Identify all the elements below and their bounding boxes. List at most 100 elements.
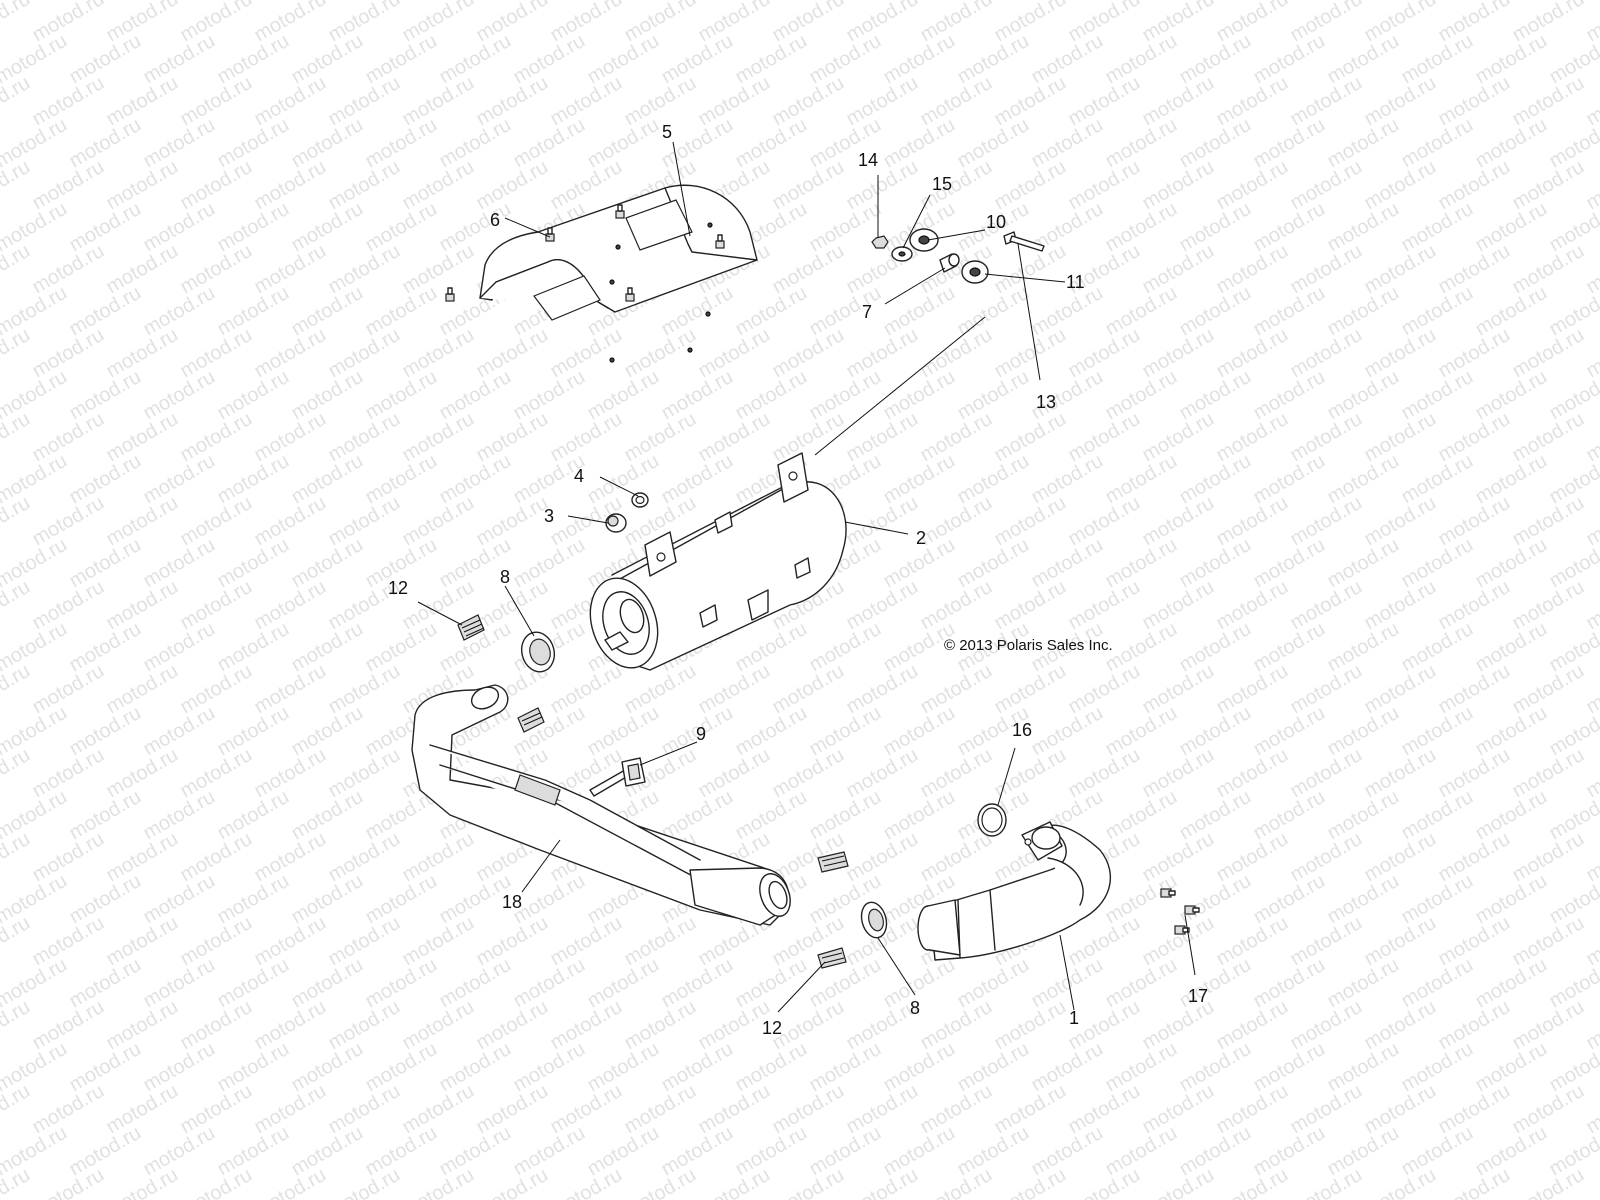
watermark-text: motod.ru <box>399 492 478 551</box>
watermark-text: motod.ru <box>621 72 700 131</box>
watermark-text: motod.ru <box>362 954 441 1013</box>
watermark-text: motod.ru <box>177 1080 256 1139</box>
watermark-text: motod.ru <box>103 576 182 635</box>
watermark-text: motod.ru <box>1287 660 1366 719</box>
watermark-text: motod.ru <box>1102 954 1181 1013</box>
watermark-text: motod.ru <box>510 30 589 89</box>
watermark-text: motod.ru <box>177 996 256 1055</box>
watermark-text: motod.ru <box>29 492 108 551</box>
watermark-text: motod.ru <box>1139 0 1218 46</box>
watermark-text: motod.ru <box>1213 72 1292 131</box>
watermark-text: motod.ru <box>66 198 145 257</box>
watermark-text: motod.ru <box>510 1122 589 1181</box>
watermark-text: motod.ru <box>732 282 811 341</box>
watermark-text: motod.ru <box>1287 492 1366 551</box>
watermark-text: motod.ru <box>769 324 848 383</box>
watermark-text: motod.ru <box>658 1038 737 1097</box>
watermark-text: motod.ru <box>1398 30 1477 89</box>
watermark-text: motod.ru <box>1213 1080 1292 1139</box>
watermark-text: motod.ru <box>1435 1164 1514 1200</box>
watermark-text: motod.ru <box>806 786 885 845</box>
watermark-text: motod.ru <box>325 324 404 383</box>
watermark-text: motod.ru <box>1324 198 1403 257</box>
callout-12-upper: 12 <box>388 578 408 598</box>
watermark-text: motod.ru <box>991 0 1070 46</box>
watermark-text: motod.ru <box>1324 1122 1403 1181</box>
watermark-text: motod.ru <box>1139 72 1218 131</box>
grommet-part-10 <box>909 228 939 252</box>
watermark-text: motod.ru <box>1398 534 1477 593</box>
watermark-text: motod.ru <box>1472 198 1551 257</box>
callout-6: 6 <box>490 210 500 230</box>
watermark-text: motod.ru <box>510 1038 589 1097</box>
watermark-text: motod.ru <box>991 660 1070 719</box>
watermark-text: motod.ru <box>251 240 330 299</box>
watermark-text: motod.ru <box>658 786 737 845</box>
watermark-text: motod.ru <box>806 282 885 341</box>
watermark-text: motod.ru <box>1509 72 1588 131</box>
plug-part-3 <box>605 513 627 533</box>
watermark-text: motod.ru <box>66 954 145 1013</box>
callout-3: 3 <box>544 506 554 526</box>
watermark-text: motod.ru <box>658 954 737 1013</box>
watermark-text: motod.ru <box>473 996 552 1055</box>
watermark-text: motod.ru <box>1583 828 1600 887</box>
watermark-text: motod.ru <box>1361 576 1440 635</box>
watermark-text: motod.ru <box>1287 828 1366 887</box>
watermark-text: motod.ru <box>806 1038 885 1097</box>
watermark-text: motod.ru <box>1509 828 1588 887</box>
watermark-text: motod.ru <box>695 408 774 467</box>
watermark-text: motod.ru <box>1065 1164 1144 1200</box>
watermark-text: motod.ru <box>1583 156 1600 215</box>
watermark-text: motod.ru <box>1472 618 1551 677</box>
watermark-text: motod.ru <box>66 534 145 593</box>
watermark-text: motod.ru <box>325 996 404 1055</box>
watermark-text: motod.ru <box>1176 870 1255 929</box>
watermark-text: motod.ru <box>1028 114 1107 173</box>
watermark-text: motod.ru <box>1065 408 1144 467</box>
watermark-text: motod.ru <box>1435 576 1514 635</box>
watermark-text: motod.ru <box>29 408 108 467</box>
watermark-text: motod.ru <box>1583 408 1600 467</box>
watermark-text: motod.ru <box>66 366 145 425</box>
watermark-text: motod.ru <box>1324 30 1403 89</box>
watermark-text: motod.ru <box>1472 870 1551 929</box>
watermark-text: motod.ru <box>177 72 256 131</box>
watermark-text: motod.ru <box>991 324 1070 383</box>
watermark-text: motod.ru <box>362 282 441 341</box>
watermark-text: motod.ru <box>103 912 182 971</box>
watermark-text: motod.ru <box>473 1080 552 1139</box>
watermark-text: motod.ru <box>251 744 330 803</box>
watermark-text: motod.ru <box>1250 282 1329 341</box>
watermark-text: motod.ru <box>177 240 256 299</box>
watermark-text: motod.ru <box>29 912 108 971</box>
watermark-text: motod.ru <box>362 450 441 509</box>
watermark-text: motod.ru <box>1324 786 1403 845</box>
watermark-text: motod.ru <box>1509 240 1588 299</box>
watermark-text: motod.ru <box>214 870 293 929</box>
watermark-text: motod.ru <box>991 1080 1070 1139</box>
watermark-text: motod.ru <box>1583 912 1600 971</box>
watermark-text: motod.ru <box>1509 0 1588 46</box>
watermark-text: motod.ru <box>399 72 478 131</box>
spring-part-12-upper <box>457 614 485 641</box>
watermark-text: motod.ru <box>1213 0 1292 46</box>
watermark-text: motod.ru <box>288 114 367 173</box>
watermark-text: motod.ru <box>658 1122 737 1181</box>
nut-part-14 <box>871 235 889 249</box>
watermark-text: motod.ru <box>1065 324 1144 383</box>
watermark-text: motod.ru <box>29 0 108 46</box>
watermark-text: motod.ru <box>362 870 441 929</box>
watermark-text: motod.ru <box>325 240 404 299</box>
watermark-text: motod.ru <box>658 450 737 509</box>
watermark-text: motod.ru <box>399 912 478 971</box>
watermark-text: motod.ru <box>1435 408 1514 467</box>
watermark-text: motod.ru <box>954 954 1033 1013</box>
watermark-text: motod.ru <box>1213 408 1292 467</box>
watermark-text: motod.ru <box>1287 408 1366 467</box>
watermark-text: motod.ru <box>214 282 293 341</box>
watermark-text: motod.ru <box>991 156 1070 215</box>
watermark-text: motod.ru <box>1102 366 1181 425</box>
watermark-text: motod.ru <box>251 1164 330 1200</box>
watermark-text: motod.ru <box>658 366 737 425</box>
